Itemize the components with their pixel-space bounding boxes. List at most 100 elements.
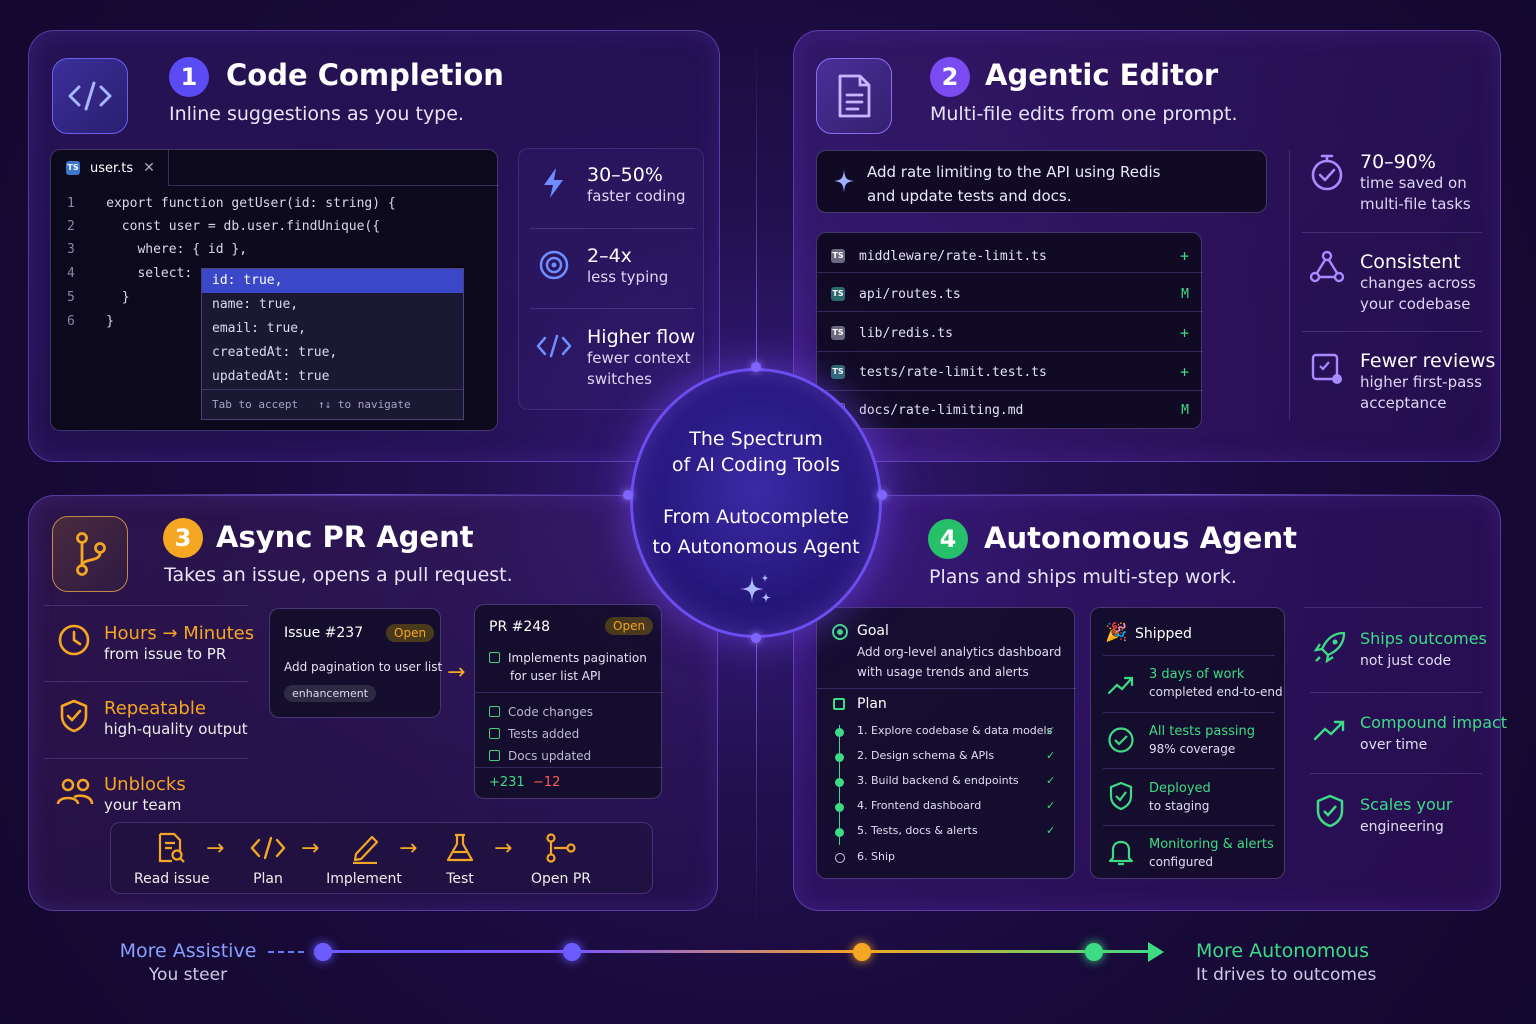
axis-left-label: More Assistive You steer xyxy=(119,940,257,985)
suggestion-item[interactable]: updatedAt: true xyxy=(212,369,330,384)
pencil-icon xyxy=(350,832,380,868)
flow-step-implement: Implement xyxy=(326,871,402,887)
connector-h-left xyxy=(60,494,630,495)
plan-step: 5. Tests, docs & alerts✓ xyxy=(835,824,1073,842)
spectrum-line xyxy=(322,950,1154,953)
file-row[interactable]: TS tests/rate-limit.test.ts + xyxy=(831,363,1189,381)
divider xyxy=(1310,692,1482,693)
autocomplete-hint: Tab to accept ↑↓ to navigate xyxy=(202,389,463,419)
check-item: Docs updated xyxy=(489,745,593,767)
flow-step-read-issue: Read issue xyxy=(134,871,210,887)
read-issue-icon xyxy=(156,832,186,868)
issue-card[interactable]: Issue #237 Open Add pagination to user l… xyxy=(269,608,442,718)
lightning-icon xyxy=(540,166,568,204)
suggestion-item[interactable]: createdAt: true, xyxy=(212,345,338,360)
divider xyxy=(44,681,248,682)
suggestion-item[interactable]: name: true, xyxy=(212,297,299,312)
center-hub xyxy=(630,368,882,638)
file-row[interactable]: TS api/routes.ts M xyxy=(831,286,1189,302)
sparkle-icon xyxy=(833,169,855,197)
pull-request-icon xyxy=(544,832,578,868)
prompt-box[interactable]: Add rate limiting to the API using Redis… xyxy=(816,150,1267,213)
divider xyxy=(1310,773,1482,774)
arrowhead-icon xyxy=(1148,942,1164,962)
diff-deletions: −12 xyxy=(533,775,561,790)
typescript-icon: TS xyxy=(831,326,845,340)
typescript-icon: TS xyxy=(831,287,845,301)
target-icon xyxy=(538,249,570,285)
trend-icon xyxy=(1313,718,1347,746)
editor-tab[interactable]: TS user.ts ✕ xyxy=(51,150,169,186)
suggestion-item-selected[interactable]: id: true, xyxy=(202,269,463,293)
status-badge: Open xyxy=(605,617,654,635)
party-icon: 🎉 xyxy=(1105,622,1128,643)
panel-title: Autonomous Agent xyxy=(984,521,1297,555)
sparkles-icon xyxy=(736,572,776,612)
divider xyxy=(44,605,248,606)
plan-label: Plan xyxy=(857,696,887,712)
divider xyxy=(817,311,1203,312)
file-list: TS middleware/rate-limit.ts + TS api/rou… xyxy=(816,232,1203,429)
label-tag: enhancement xyxy=(284,685,377,702)
rocket-icon xyxy=(1313,630,1347,668)
trend-icon xyxy=(1107,674,1135,700)
divider xyxy=(1304,607,1482,608)
bell-icon xyxy=(1108,837,1134,871)
plan-step: 3. Build backend & endpoints✓ xyxy=(835,774,1073,792)
file-row[interactable]: docs/rate-limiting.md M xyxy=(831,399,1189,421)
connector-dot-left xyxy=(623,490,633,500)
prompt-line-1: Add rate limiting to the API using Redis xyxy=(867,163,1161,181)
connector-dot-right xyxy=(877,490,887,500)
code-line: 2 const user = db.user.findUnique({ xyxy=(67,219,381,234)
divider xyxy=(817,351,1203,352)
step-number-2: 2 xyxy=(930,57,970,97)
plan-step: 6. Ship xyxy=(835,850,1073,868)
suggestion-item[interactable]: email: true, xyxy=(212,321,306,336)
typescript-icon: TS xyxy=(831,249,845,263)
connector-dot-bottom xyxy=(751,633,761,643)
code-icon xyxy=(52,58,128,134)
connector-h-right xyxy=(882,494,1482,495)
tab-filename: user.ts xyxy=(90,160,134,176)
flow-step-plan: Plan xyxy=(253,871,283,887)
divider xyxy=(44,758,248,759)
divider xyxy=(530,228,695,229)
prompt-line-2: and update tests and docs. xyxy=(867,187,1072,205)
typescript-icon: TS xyxy=(66,161,80,175)
code-icon xyxy=(536,334,572,362)
connector-v-top xyxy=(756,40,757,368)
close-icon[interactable]: ✕ xyxy=(143,160,155,176)
target-icon xyxy=(831,623,849,645)
file-row[interactable]: TS middleware/rate-limit.ts + xyxy=(831,247,1189,265)
flask-icon xyxy=(445,832,475,868)
divider xyxy=(475,767,663,768)
shield-check-icon xyxy=(1314,793,1346,833)
autocomplete-popup: id: true, name: true, email: true, creat… xyxy=(201,268,464,420)
step-number-3: 3 xyxy=(163,518,203,558)
document-icon xyxy=(816,58,892,134)
goal-text-2: with usage trends and alerts xyxy=(857,665,1029,679)
arrow-right-icon: → xyxy=(447,660,466,685)
step-number-4: 4 xyxy=(928,519,968,559)
workflow-strip xyxy=(110,822,653,894)
git-branch-icon xyxy=(52,516,128,592)
file-row[interactable]: TS lib/redis.ts + xyxy=(831,324,1189,342)
goal-label: Goal xyxy=(857,623,889,639)
arrow-right-icon: → xyxy=(399,836,418,861)
divider xyxy=(1103,712,1275,713)
code-line: 5 } xyxy=(67,290,130,305)
pr-checks: Code changes Tests added Docs updated xyxy=(489,701,593,767)
step-number-1: 1 xyxy=(169,57,209,97)
check-item: Tests added xyxy=(489,723,593,745)
